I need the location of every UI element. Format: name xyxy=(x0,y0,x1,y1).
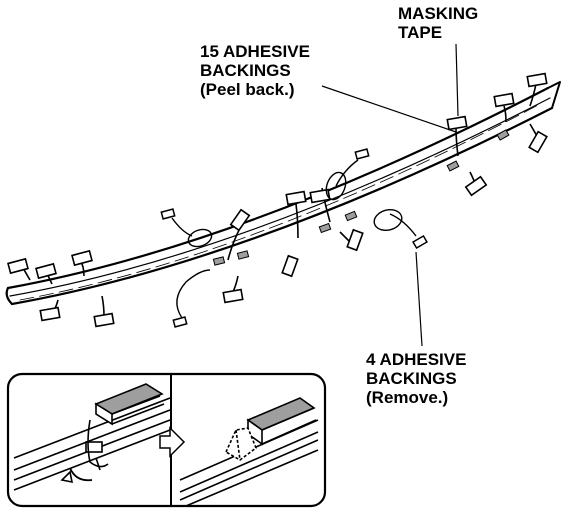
detail-inset xyxy=(6,372,327,508)
masking-tape-label-line1: MASKING xyxy=(398,4,479,23)
peel-back-backings xyxy=(7,72,548,328)
remove-label-line1: 4 ADHESIVE xyxy=(366,350,467,369)
masking-tape-label-line2: TAPE xyxy=(398,23,443,42)
curved-arrow-icon xyxy=(60,470,74,484)
leader-lines xyxy=(321,43,459,347)
peel-back-label-line3: (Peel back.) xyxy=(200,80,295,99)
peel-back-label-line1: 15 ADHESIVE xyxy=(200,42,310,61)
remove-label-line2: BACKINGS xyxy=(366,369,457,388)
removed-backings xyxy=(160,148,428,328)
peel-back-label: 15 ADHESIVE BACKINGS (Peel back.) xyxy=(200,42,310,99)
masking-tape-label: MASKING TAPE xyxy=(398,4,478,42)
detail-left-panel xyxy=(13,383,171,491)
remove-label: 4 ADHESIVE BACKINGS (Remove.) xyxy=(366,350,466,407)
detail-right-panel xyxy=(179,397,319,507)
peel-back-label-line2: BACKINGS xyxy=(200,61,291,80)
molding-strip xyxy=(5,81,561,306)
remove-label-line3: (Remove.) xyxy=(366,388,449,407)
tape-patches xyxy=(212,129,510,266)
right-arrow-outline-icon xyxy=(159,426,186,458)
